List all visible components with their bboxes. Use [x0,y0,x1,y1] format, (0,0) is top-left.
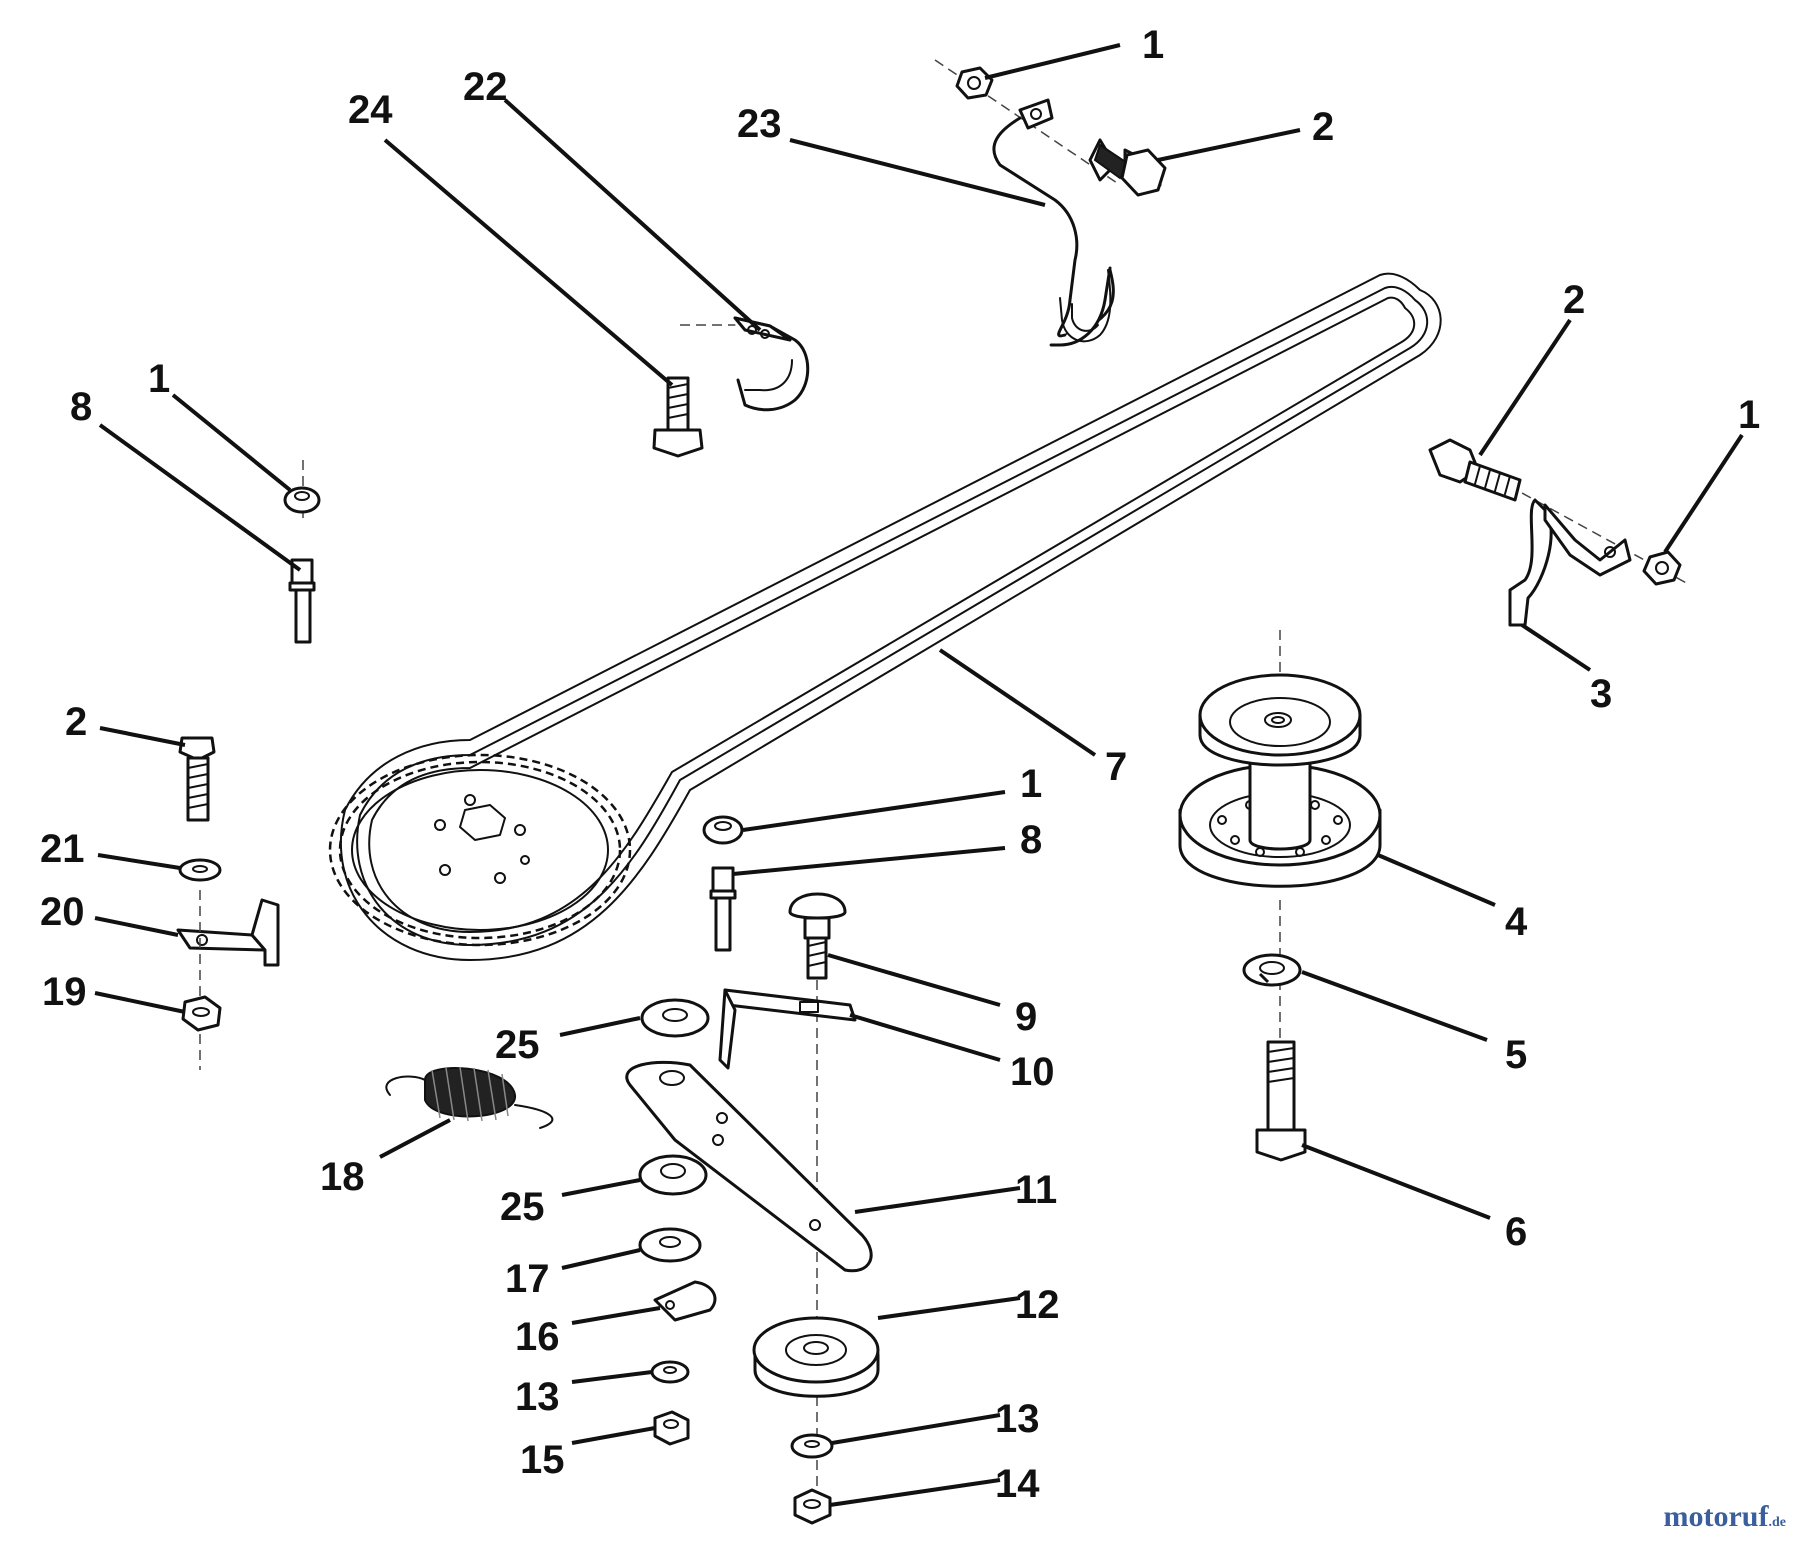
leader-lines [94,43,1744,1507]
drive-pulley [328,753,632,947]
nut-19 [181,995,222,1032]
callout-1-left: 1 [148,357,170,401]
callout-4: 4 [1505,900,1528,944]
bolt-left [178,736,216,822]
spring-18 [385,1066,554,1129]
callout-2-left: 2 [65,700,87,744]
callout-24: 24 [348,88,393,132]
nut-left [283,460,321,520]
callout-25-bottom: 25 [500,1185,545,1229]
belt-guide-upper [934,59,1121,347]
callout-numbers: 1 2 23 22 24 2 1 3 1 8 7 1 8 4 2 21 20 1… [40,23,1760,1506]
washer-17 [638,1227,702,1263]
callout-14: 14 [995,1462,1040,1506]
belt-guide-22 [680,316,810,412]
callout-8-left: 8 [70,385,92,429]
bolt-right [1428,438,1522,502]
callout-19: 19 [42,970,87,1014]
lock-washer-5 [1242,900,1302,1050]
washer-13-right [790,1433,834,1459]
callout-13-right: 13 [995,1397,1040,1441]
callout-1-top: 1 [1142,23,1164,67]
bracket-20 [176,890,280,1070]
bolt-6 [1255,1040,1307,1162]
washer-25-top [640,998,710,1038]
watermark-main: motoruf [1663,1500,1769,1533]
callout-21: 21 [40,827,85,871]
callout-22: 22 [463,65,508,109]
callout-13-left: 13 [515,1375,560,1419]
washer-21 [178,858,222,882]
callout-23: 23 [737,102,782,146]
callout-16: 16 [515,1315,560,1359]
idler-arm-11 [625,1060,873,1273]
callout-1-mid: 1 [1020,762,1042,806]
callout-17: 17 [505,1257,550,1301]
callout-15: 15 [520,1438,565,1482]
callout-2-top: 2 [1312,105,1334,149]
washer-13-left [650,1360,690,1384]
callout-10: 10 [1010,1050,1055,1094]
callout-9: 9 [1015,995,1037,1039]
callout-6: 6 [1505,1210,1527,1254]
watermark-logo: motoruf.de [1664,1500,1786,1534]
clip-16 [653,1280,717,1322]
spacer-left [288,558,316,644]
bracket-10 [718,988,857,1070]
idler-pulley-12 [752,1316,880,1398]
bolt-24 [652,376,704,458]
watermark-tld: .de [1768,1515,1787,1530]
callout-20: 20 [40,890,85,934]
callout-3: 3 [1590,672,1612,716]
callout-1-right: 1 [1738,393,1760,437]
callout-11: 11 [1015,1168,1057,1212]
bolt-upper [1088,138,1167,197]
callout-8-mid: 8 [1020,818,1042,862]
callout-2-right: 2 [1563,278,1585,322]
nut-14 [793,1488,832,1525]
carriage-bolt-9 [788,892,847,1520]
callout-18: 18 [320,1155,365,1199]
washer-25-bottom [638,1154,708,1196]
callout-7: 7 [1105,745,1127,789]
double-pulley-4 [1178,630,1382,888]
callout-5: 5 [1505,1033,1527,1077]
spacer-mid [709,866,737,952]
callout-25-top: 25 [495,1023,540,1067]
nut-right [1642,550,1682,586]
callout-12: 12 [1015,1283,1060,1327]
nut-15 [653,1410,690,1446]
nut-mid [702,815,744,845]
